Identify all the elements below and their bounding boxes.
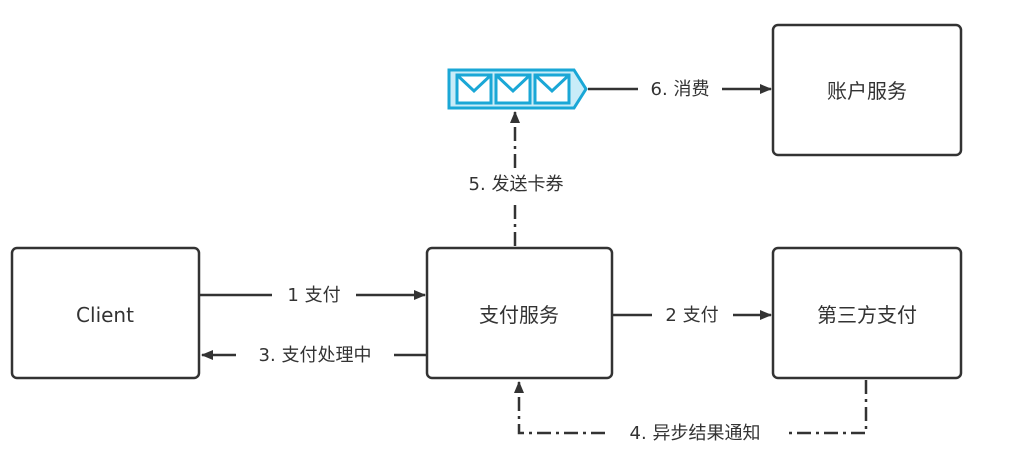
- edge-4-async-notify: 4. 异步结果通知: [514, 380, 868, 444]
- edge-6-consume: 6. 消费: [588, 79, 772, 100]
- edge-1-label: 1 支付: [287, 285, 340, 306]
- edge-4-label: 4. 异步结果通知: [630, 423, 761, 444]
- envelope-queue-icon[interactable]: [447, 68, 588, 110]
- edge-3-processing: 3. 支付处理中: [201, 345, 426, 366]
- node-payment-service-label: 支付服务: [479, 303, 559, 327]
- node-third-party-payment-label: 第三方支付: [817, 303, 917, 327]
- edge-3-label: 3. 支付处理中: [259, 345, 372, 366]
- edge-1-pay: 1 支付: [200, 285, 426, 306]
- edge-5-send-coupon: 5. 发送卡券: [469, 111, 564, 246]
- node-client[interactable]: Client: [10, 246, 201, 380]
- node-account-service-label: 账户服务: [827, 79, 907, 103]
- node-payment-service[interactable]: 支付服务: [425, 246, 614, 380]
- node-account-service[interactable]: 账户服务: [771, 23, 963, 157]
- edge-6-label: 6. 消费: [651, 79, 710, 100]
- edge-2-label: 2 支付: [665, 305, 718, 326]
- node-client-label: Client: [76, 303, 134, 327]
- envelope-icon: [494, 73, 532, 105]
- edge-5-label: 5. 发送卡券: [469, 174, 564, 195]
- envelope-icon: [533, 73, 571, 105]
- edge-2-pay: 2 支付: [613, 305, 772, 326]
- node-third-party-payment[interactable]: 第三方支付: [771, 246, 963, 380]
- envelope-icon: [455, 73, 493, 105]
